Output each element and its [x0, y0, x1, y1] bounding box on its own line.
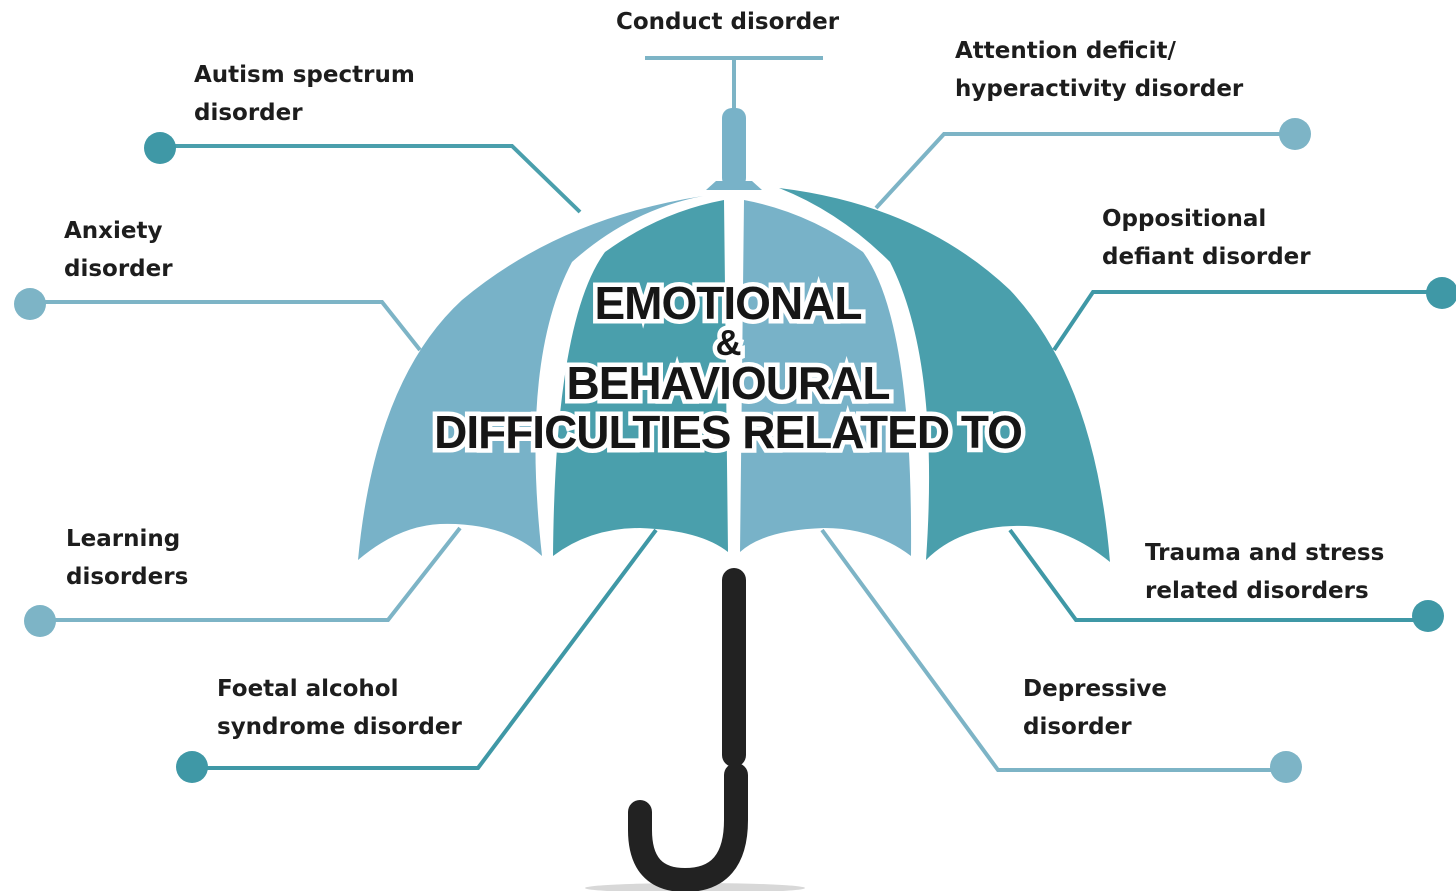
label-fasd-line-2: syndrome disorder — [217, 714, 462, 740]
label-adhd-line-2: hyperactivity disorder — [955, 76, 1244, 102]
canopy-panel-outer-left — [358, 196, 703, 560]
label-learning-line-1: Learning — [66, 526, 181, 552]
label-trauma-line-1: Trauma and stress — [1145, 540, 1385, 566]
connector-trauma — [1008, 528, 1428, 622]
connector-odd — [1052, 290, 1442, 352]
dot-adhd — [1279, 118, 1311, 150]
canopy-panel-inner-left — [553, 200, 728, 556]
label-depressive-line-2: disorder — [1023, 714, 1132, 740]
dot-fasd — [176, 751, 208, 783]
label-depressive-disorder: Depressive disorder — [1023, 670, 1167, 746]
connector-autism — [160, 144, 582, 214]
label-anxiety-line-2: disorder — [64, 256, 173, 282]
label-learning-line-2: disorders — [66, 564, 189, 590]
label-conduct-disorder: Conduct disorder — [616, 3, 839, 41]
connector-adhd — [874, 132, 1295, 210]
label-autism-line-1: Autism spectrum — [194, 62, 415, 88]
label-learning-disorders: Learning disorders — [66, 520, 188, 596]
central-title: EMOTIONAL & BEHAVIOURAL DIFFICULTIES REL… — [328, 276, 1128, 463]
title-line-4: DIFFICULTIES RELATED TO — [430, 402, 1028, 463]
title-line-2: & — [711, 320, 746, 365]
canopy-panel-inner-right — [740, 200, 912, 556]
umbrella-tip-base — [706, 181, 762, 190]
label-oppositional-defiant-disorder: Oppositional defiant disorder — [1102, 200, 1311, 276]
dot-odd — [1426, 277, 1456, 309]
label-autism-spectrum-disorder: Autism spectrum disorder — [194, 56, 415, 132]
canopy-panel-outer-right — [779, 188, 1110, 562]
label-anxiety-line-1: Anxiety — [64, 218, 163, 244]
label-fasd-line-1: Foetal alcohol — [217, 676, 399, 702]
label-conduct-line-1: Conduct disorder — [616, 9, 840, 35]
connector-depressive — [820, 528, 1286, 772]
dot-autism — [144, 132, 176, 164]
label-anxiety-disorder: Anxiety disorder — [64, 212, 173, 288]
label-autism-line-2: disorder — [194, 100, 303, 126]
label-foetal-alcohol-syndrome: Foetal alcohol syndrome disorder — [217, 670, 462, 746]
connector-learning — [40, 526, 462, 622]
umbrella-handle — [628, 568, 748, 891]
label-odd-line-1: Oppositional — [1102, 206, 1267, 232]
umbrella-tip — [722, 108, 746, 188]
title-line-1: EMOTIONAL — [590, 276, 867, 331]
connector-fasd — [192, 528, 658, 770]
connector-anxiety — [30, 300, 422, 352]
dot-learning — [24, 605, 56, 637]
label-trauma-line-2: related disorders — [1145, 578, 1369, 604]
label-adhd-line-1: Attention deficit/ — [955, 38, 1176, 64]
label-trauma-stress-disorders: Trauma and stress related disorders — [1145, 534, 1384, 610]
label-adhd: Attention deficit/ hyperactivity disorde… — [955, 32, 1243, 108]
dot-anxiety — [14, 288, 46, 320]
dot-depressive — [1270, 751, 1302, 783]
label-depressive-line-1: Depressive — [1023, 676, 1167, 702]
title-line-3: BEHAVIOURAL — [562, 356, 895, 411]
label-odd-line-2: defiant disorder — [1102, 244, 1311, 270]
dot-trauma — [1412, 600, 1444, 632]
